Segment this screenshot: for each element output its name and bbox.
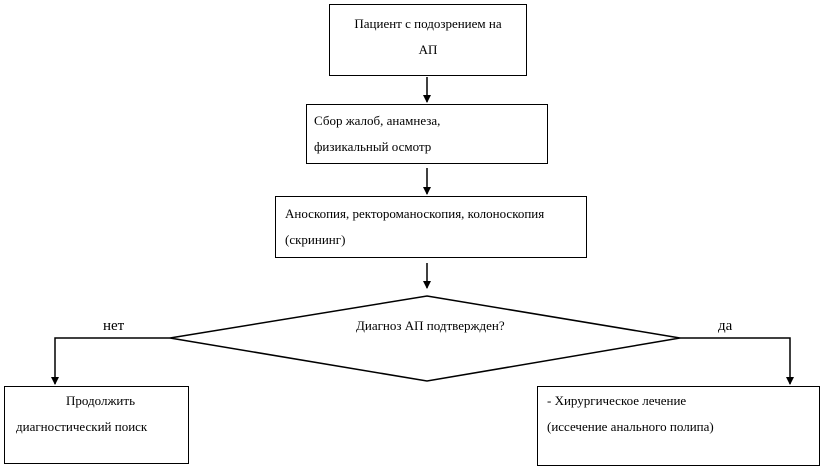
- outcome-no-line-2: диагностический поиск: [16, 419, 148, 434]
- history-box-line-2: физикальный осмотр: [314, 139, 432, 154]
- outcome-yes-line-2: (иссечение анального полипа): [547, 419, 714, 434]
- branch-yes-label: да: [718, 318, 733, 334]
- screening-box: Аноскопия, ректороманоскопия, колоноскоп…: [275, 196, 587, 258]
- outcome-yes-line-1: - Хирургическое лечение: [547, 393, 687, 408]
- branch-no-label: нет: [103, 318, 125, 334]
- history-box-line-1: Сбор жалоб, анамнеза,: [314, 113, 441, 128]
- decision-diamond: [169, 295, 681, 382]
- start-box-line-1: Пациент с подозрением на: [354, 16, 502, 31]
- outcome-no-line-1: Продолжить: [66, 393, 135, 408]
- history-box: Сбор жалоб, анамнеза, физикальный осмотр: [306, 104, 548, 164]
- arrow-yes-branch: [680, 337, 794, 385]
- arrow-no-branch: [51, 337, 170, 385]
- outcome-yes-box: - Хирургическое лечение (иссечение аналь…: [537, 386, 820, 466]
- start-box: Пациент с подозрением на АП: [329, 4, 527, 76]
- outcome-no-box: Продолжить диагностический поиск: [4, 386, 189, 464]
- start-box-line-2: АП: [418, 42, 438, 57]
- screening-box-line-2: (скрининг): [285, 232, 346, 247]
- screening-box-line-1: Аноскопия, ректороманоскопия, колоноскоп…: [285, 206, 545, 221]
- decision-label: Диагноз АП подтвержден?: [356, 318, 505, 333]
